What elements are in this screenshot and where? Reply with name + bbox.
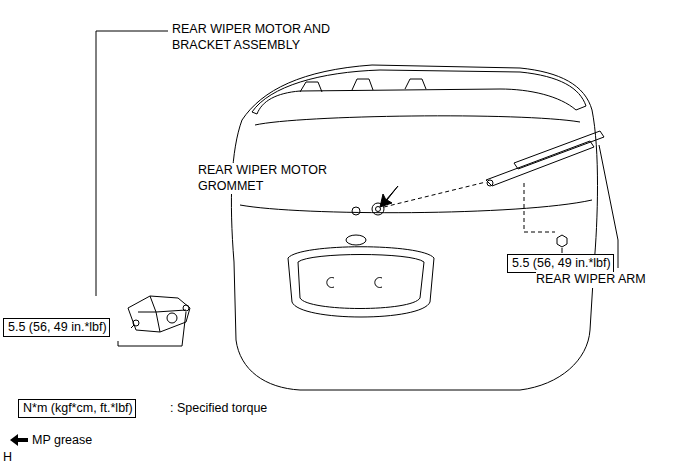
torque-box: 5.5 (56, 49 in.*lbf) xyxy=(507,254,614,273)
motor-gear xyxy=(167,313,177,323)
screw xyxy=(327,278,382,288)
glass-top xyxy=(255,116,580,125)
stop-lamp xyxy=(300,79,426,92)
license-area xyxy=(288,247,434,317)
torque-box: 5.5 (56, 49 in.*lbf) xyxy=(3,318,110,337)
part-name: REAR WIPER MOTOR GROMMET xyxy=(198,163,328,194)
belt-line xyxy=(240,200,592,213)
leader-line xyxy=(118,312,186,346)
leader-line xyxy=(599,145,618,268)
leader-line xyxy=(562,248,563,253)
emblem xyxy=(346,235,366,245)
part-name: : Specified torque xyxy=(170,401,267,417)
dashed-leader xyxy=(384,182,486,207)
dashed-leader xyxy=(524,183,555,232)
wiper-blade xyxy=(514,131,604,169)
spoiler xyxy=(252,70,586,114)
pivot xyxy=(487,180,493,186)
leader-line xyxy=(96,31,168,296)
torque-value: 5.5 (56, 49 in.*lbf) xyxy=(8,320,105,335)
part-name: REAR WIPER ARM xyxy=(536,272,646,288)
torque-value: N*m (kgf*cm, ft.*lbf) xyxy=(23,401,131,416)
door-outline xyxy=(231,65,597,390)
wiper-arm xyxy=(486,141,594,186)
part-name: H xyxy=(3,450,12,465)
part-name: REAR WIPER MOTOR AND BRACKET ASSEMBLY xyxy=(172,22,347,53)
torque-value: 5.5 (56, 49 in.*lbf) xyxy=(512,256,609,271)
grease-arrow xyxy=(380,186,398,207)
motor-detail xyxy=(138,296,186,332)
license-inner xyxy=(298,255,424,309)
grease-arrow xyxy=(10,434,28,446)
hole xyxy=(352,207,360,215)
bolt xyxy=(183,305,189,311)
nut xyxy=(557,235,567,247)
wiper-motor xyxy=(128,296,190,332)
torque-box: N*m (kgf*cm, ft.*lbf) xyxy=(18,399,136,418)
legend-text: MP grease xyxy=(32,433,92,449)
